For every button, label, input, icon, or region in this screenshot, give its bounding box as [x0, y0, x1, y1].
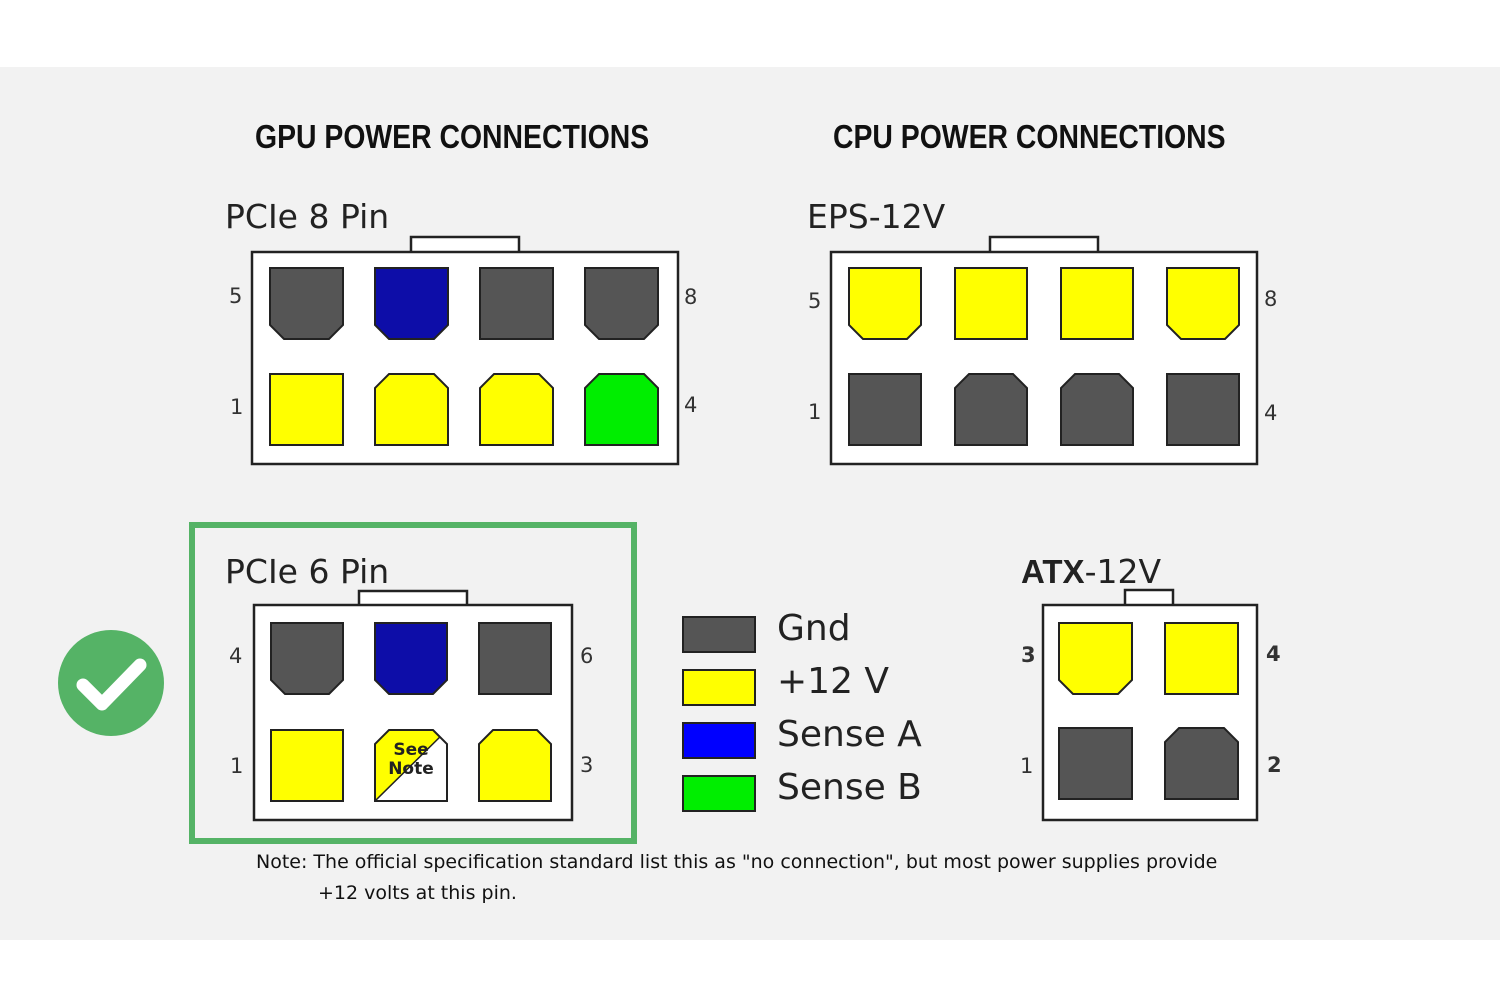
eps12v-pin-bottom-2	[954, 373, 1028, 446]
pcie6-label-bottom-left: 1	[230, 754, 244, 778]
footnote-line-1: Note: The official specification standar…	[256, 851, 1218, 873]
pcie6-pin-top-2	[374, 622, 448, 695]
pcie8-pin-bottom-1	[269, 373, 344, 446]
legend-swatch-sense-b	[682, 775, 756, 812]
legend-label-gnd: Gnd	[777, 608, 851, 649]
legend-swatch-12v	[682, 669, 756, 706]
footnote-line-2: +12 volts at this pin.	[318, 882, 517, 904]
pcie6-pin-top-3	[478, 622, 552, 695]
eps12v-pin-top-2	[954, 267, 1028, 340]
atx12v-title-rest: -12V	[1084, 552, 1162, 591]
pcie6-label-top-left: 4	[229, 644, 243, 668]
pcie8-label-bottom-left: 1	[230, 395, 244, 419]
pcie8-pin-top-3	[479, 267, 554, 340]
atx12v-label-bottom-left: 1	[1020, 754, 1034, 778]
pcie8-pin-bottom-4	[584, 373, 659, 446]
pcie8-label-top-right: 8	[684, 285, 698, 309]
pcie8-label-bottom-right: 4	[684, 393, 698, 417]
footnote: Note: The official specification standar…	[256, 847, 1276, 909]
pcie6-pin-top-1	[270, 622, 344, 695]
pcie8-connector	[250, 235, 680, 466]
highlight-frame	[189, 522, 637, 844]
pcie8-pin-top-2	[374, 267, 449, 340]
eps12v-pin-bottom-1	[848, 373, 922, 446]
eps12v-latch	[988, 235, 1100, 255]
eps12v-pin-top-4	[1166, 267, 1240, 340]
legend-swatch-gnd	[682, 616, 756, 653]
pcie6-label-bottom-right: 3	[580, 753, 594, 777]
atx12v-pin-top-2	[1164, 622, 1239, 695]
pcie8-label-top-left: 5	[229, 284, 243, 308]
checkmark-circle-icon	[58, 630, 164, 736]
see-note-text-1: See	[393, 740, 428, 760]
pcie6-pin-bottom-3	[478, 729, 552, 802]
eps12v-label-bottom-right: 4	[1264, 401, 1278, 425]
cpu-heading: CPU POWER CONNECTIONS	[833, 118, 1226, 155]
eps12v-connector	[829, 235, 1259, 466]
pcie8-pin-bottom-3	[479, 373, 554, 446]
atx12v-latch	[1123, 588, 1175, 608]
eps12v-title: EPS-12V	[807, 197, 946, 236]
gpu-heading: GPU POWER CONNECTIONS	[255, 118, 650, 155]
pcie6-title: PCIe 6 Pin	[225, 552, 390, 591]
pcie6-pin-bottom-1	[270, 729, 344, 802]
pcie6-label-top-right: 6	[580, 644, 594, 668]
pcie8-latch	[409, 235, 521, 255]
eps12v-label-top-left: 5	[808, 289, 822, 313]
legend-label-sense-a: Sense A	[777, 714, 922, 755]
atx12v-label-top-left: 3	[1021, 643, 1036, 667]
atx12v-label-bottom-right: 2	[1267, 753, 1282, 777]
atx12v-connector	[1041, 588, 1259, 822]
pcie8-pin-top-4	[584, 267, 659, 340]
atx12v-pin-bottom-1	[1058, 727, 1133, 800]
atx12v-label-top-right: 4	[1266, 642, 1281, 666]
eps12v-pin-bottom-4	[1166, 373, 1240, 446]
see-note-text-2: Note	[388, 759, 434, 779]
atx12v-title-bold: ATX	[1021, 553, 1085, 590]
eps12v-pin-bottom-3	[1060, 373, 1134, 446]
atx12v-title: ATX-12V	[1021, 552, 1161, 591]
legend-swatch-sense-a	[682, 722, 756, 759]
pcie8-pin-top-1	[269, 267, 344, 340]
eps12v-pin-top-3	[1060, 267, 1134, 340]
eps12v-pin-top-1	[848, 267, 922, 340]
pcie8-title: PCIe 8 Pin	[225, 197, 390, 236]
pcie8-pin-bottom-2	[374, 373, 449, 446]
atx12v-pin-top-1	[1058, 622, 1133, 695]
legend-label-12v: +12 V	[777, 661, 890, 702]
legend-label-sense-b: Sense B	[777, 767, 922, 808]
eps12v-label-bottom-left: 1	[808, 400, 822, 424]
atx12v-pin-bottom-2	[1164, 727, 1239, 800]
eps12v-label-top-right: 8	[1264, 287, 1278, 311]
